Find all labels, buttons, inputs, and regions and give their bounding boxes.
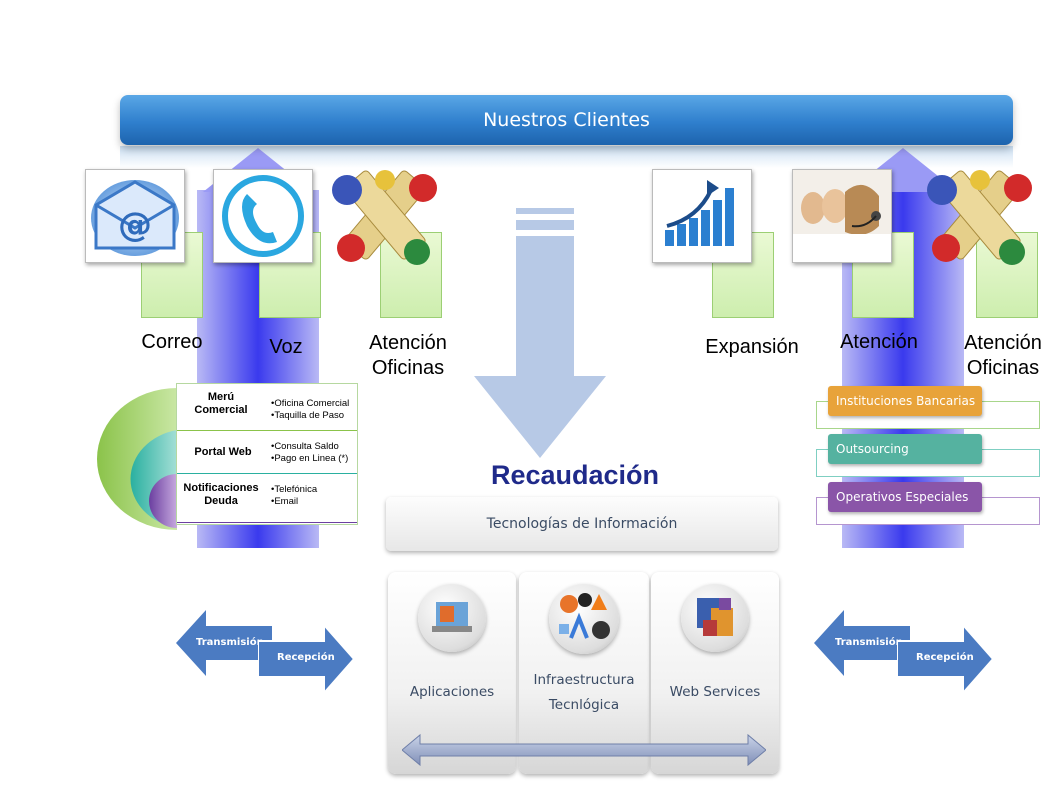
recepcion-arrow-left [257, 622, 356, 696]
infrastructure-icon [549, 584, 619, 654]
bullet: •Oficina Comercial [271, 398, 350, 409]
double-arrow [401, 733, 767, 767]
pill-instituciones-bancarias: Instituciones Bancarias [828, 386, 982, 416]
label-atencion: Atención [840, 331, 918, 353]
transmision-arrow-right [814, 610, 910, 676]
channel-name: Notificaciones Deuda [183, 482, 259, 507]
bullet: •Taquilla de Paso [271, 410, 345, 421]
column-label: Web Services [669, 684, 761, 700]
channel-row-notificaciones: Notificaciones Deuda •Telefónica•Email [177, 474, 357, 523]
label-atencion-oficinas-left-2: Oficinas [371, 357, 445, 379]
down-arrow [470, 208, 610, 460]
pill-outsourcing: Outsourcing [828, 434, 982, 464]
column-label: Aplicaciones [409, 684, 495, 700]
label-voz: Voz [269, 336, 303, 358]
label-atencion-oficinas-right-1: Atención [964, 332, 1042, 354]
column-label-2: Tecnlógica [548, 697, 620, 713]
transmision-arrow-left [176, 610, 272, 676]
label-atencion-oficinas-left-1: Atención [369, 332, 447, 354]
transmision-label-right: Transmisión [835, 637, 903, 648]
bullet: •Consulta Saldo [271, 441, 339, 452]
tecnologias-informacion-bar: Tecnologías de Información [386, 497, 778, 551]
channels-nested-circles [97, 388, 357, 530]
channels-table: Merú Comercial •Oficina Comercial•Taquil… [176, 383, 358, 525]
bullet: •Email [271, 496, 299, 507]
web-services-icon [681, 584, 749, 652]
recaudacion-title: Recaudación [490, 460, 660, 490]
label-atencion-oficinas-right-2: Oficinas [966, 357, 1040, 379]
transmision-label-left: Transmisión [196, 637, 264, 648]
svg-text:@: @ [118, 205, 152, 245]
banner-reflection [120, 146, 1013, 168]
column-aplicaciones: Aplicaciones [388, 572, 516, 774]
channel-name: Portal Web [194, 446, 252, 458]
growth-chart-icon [652, 169, 752, 263]
puzzle-knot-icon-right [920, 160, 1040, 270]
phone-icon [213, 169, 313, 263]
nuestros-clientes-banner: Nuestros Clientes [120, 95, 1013, 145]
channel-row-portal-web: Portal Web •Consulta Saldo•Pago en Linea… [177, 431, 357, 474]
bullet: •Pago en Linea (*) [271, 453, 349, 464]
column-web-services: Web Services [651, 572, 779, 774]
pill-operativos-especiales: Operativos Especiales [828, 482, 982, 512]
email-icon: @ [85, 169, 185, 263]
call-center-icon [792, 169, 892, 263]
recepcion-label-right: Recepción [916, 652, 974, 663]
label-correo: Correo [141, 331, 203, 353]
recepcion-arrow-right [896, 622, 995, 696]
column-label-1: Infraestructura [533, 672, 635, 688]
bullet: •Telefónica [271, 484, 318, 495]
channel-row-meru: Merú Comercial •Oficina Comercial•Taquil… [177, 384, 357, 431]
banner-title: Nuestros Clientes [483, 109, 650, 131]
applications-icon [418, 584, 486, 652]
channel-name: Merú Comercial [194, 391, 248, 416]
column-infraestructura: Infraestructura Tecnlógica [519, 572, 649, 774]
puzzle-knot-icon [325, 160, 445, 270]
label-expansion: Expansión [705, 336, 799, 358]
recepcion-label-left: Recepción [277, 652, 335, 663]
